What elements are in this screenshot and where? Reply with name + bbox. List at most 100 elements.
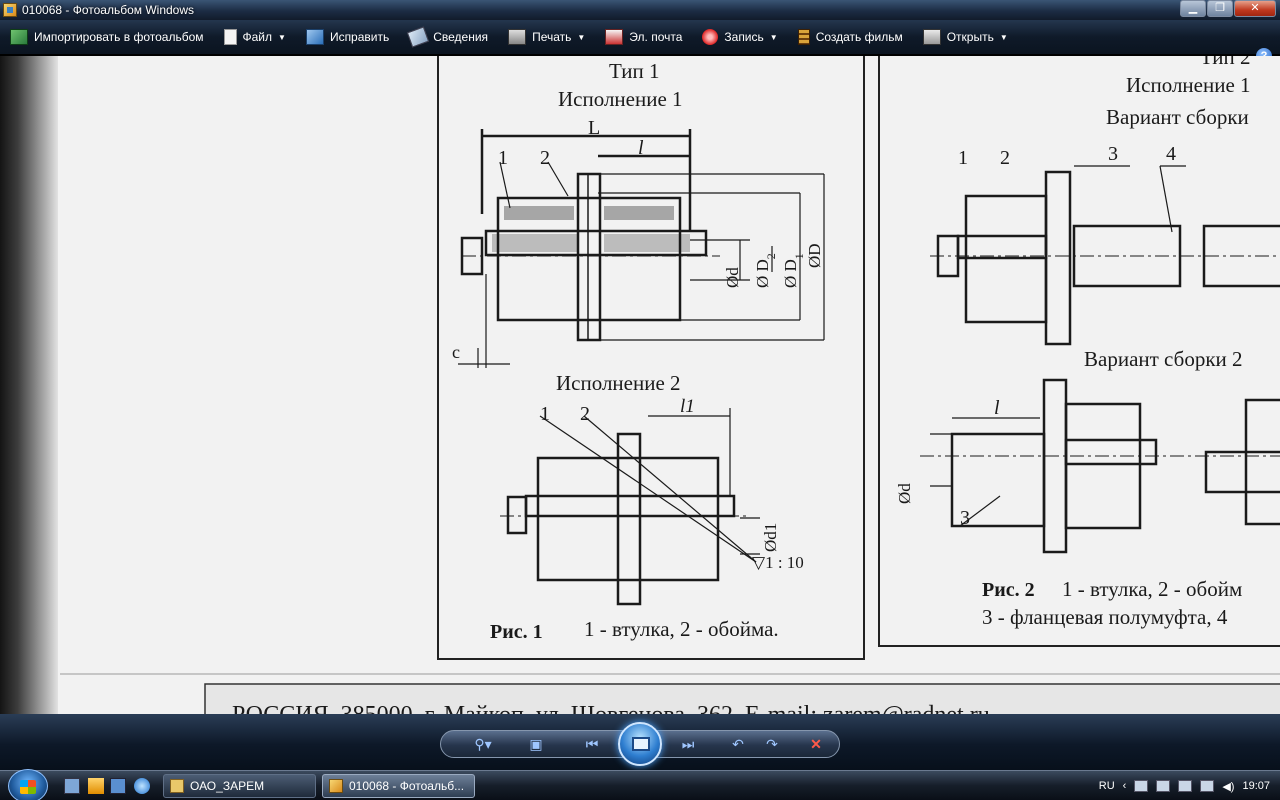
email-button[interactable]: Эл. почта <box>599 24 688 50</box>
import-icon <box>10 29 28 45</box>
dim-D1-subscript: 1 <box>792 253 806 259</box>
slideshow-button[interactable] <box>618 722 662 766</box>
exec1-drawing <box>458 129 825 368</box>
taskbar-item-photo-gallery[interactable]: 010068 - Фотоальб... <box>322 774 475 798</box>
chevron-down-icon: ▼ <box>999 32 1008 42</box>
dim-D-label: ØD <box>805 243 824 268</box>
exec2-drawing <box>500 408 760 606</box>
variant1-callout-4: 4 <box>1166 143 1176 165</box>
chevron-down-icon: ▼ <box>577 32 586 42</box>
command-toolbar: Импортировать в фотоальбом Файл ▼ Исправ… <box>0 20 1280 64</box>
figure1-frame <box>437 56 865 660</box>
viewer-controls: ⚲▾ ▣ ⏮ ⏭ ↶ ↷ ✕ <box>0 714 1280 770</box>
switch-windows-icon[interactable] <box>110 778 126 794</box>
tray-app-icon[interactable] <box>1134 780 1149 792</box>
footer-address: РОССИЯ, 385000, г. Майкоп, ул. Шовгенова… <box>232 702 996 714</box>
tray-app-icon[interactable] <box>1178 780 1193 792</box>
fig2-caption-text2: 3 - фланцевая полумуфта, 4 <box>982 605 1228 629</box>
photo-gallery-icon <box>329 779 343 793</box>
file-label: Файл <box>242 30 273 44</box>
fit-to-window-icon[interactable]: ▣ <box>529 736 543 752</box>
taper-label: ▽1 : 10 <box>752 553 804 572</box>
next-icon[interactable]: ⏭ <box>681 736 695 752</box>
page-shadow-edge <box>0 56 58 714</box>
film-icon <box>797 29 810 45</box>
footer-box <box>204 683 1280 714</box>
folder-icon <box>170 779 184 793</box>
variant2-dim-d-label: Ød <box>895 483 914 504</box>
system-tray: RU ‹ ◀) 19:07 <box>1095 771 1280 800</box>
variant2-drawing <box>920 378 1280 554</box>
exec2-callout-1: 1 <box>540 403 550 425</box>
open-label: Открыть <box>946 30 994 44</box>
printer-icon <box>508 29 527 45</box>
internet-explorer-icon[interactable] <box>134 778 150 794</box>
email-icon <box>605 29 624 45</box>
delete-icon[interactable]: ✕ <box>810 736 822 752</box>
show-desktop-icon[interactable] <box>64 778 80 794</box>
photo-viewer[interactable]: Тип 1 Исполнение 1 <box>0 56 1280 714</box>
minimize-button[interactable]: ▁ <box>1180 0 1206 17</box>
photo-gallery-icon <box>3 3 17 17</box>
exec1-callout-1: 1 <box>498 147 508 169</box>
close-button[interactable]: ✕ <box>1234 0 1276 17</box>
burn-menu-button[interactable]: Запись ▼ <box>696 24 783 50</box>
variant2-dim-l-label: l <box>994 397 1000 419</box>
dim-D2-subscript: 2 <box>764 253 778 259</box>
type1-heading: Тип 1 <box>609 59 660 83</box>
windows-logo-icon <box>20 780 36 794</box>
exec1b-heading: Исполнение 1 <box>1126 73 1251 97</box>
make-movie-button[interactable]: Создать фильм <box>792 24 909 50</box>
clock[interactable]: 19:07 <box>1242 780 1270 792</box>
print-label: Печать <box>532 30 572 44</box>
title-bar[interactable]: 010068 - Фотоальбом Windows ▁ ❐ ✕ <box>0 0 1280 20</box>
open-icon <box>922 29 941 45</box>
print-menu-button[interactable]: Печать ▼ <box>502 24 591 50</box>
tray-app-icon[interactable] <box>1156 780 1171 792</box>
fix-button[interactable]: Исправить <box>300 24 395 50</box>
figure2-frame <box>878 56 1280 647</box>
previous-icon[interactable]: ⏮ <box>585 736 599 752</box>
dim-D1-text: Ø D <box>781 259 800 288</box>
dim-l-label: l <box>638 137 644 159</box>
zoom-icon[interactable]: ⚲▾ <box>474 736 492 752</box>
variant1-callout-2: 2 <box>1000 147 1010 169</box>
fix-icon <box>305 29 324 45</box>
dim-L-label: L <box>588 117 600 139</box>
start-button[interactable] <box>8 769 48 800</box>
language-indicator[interactable]: RU <box>1098 780 1115 792</box>
import-button[interactable]: Импортировать в фотоальбом <box>4 24 210 50</box>
media-player-icon[interactable] <box>88 778 104 794</box>
rotate-ccw-icon[interactable]: ↶ <box>732 736 744 752</box>
volume-icon[interactable]: ◀) <box>1222 780 1235 793</box>
info-label: Сведения <box>433 30 489 44</box>
info-button[interactable]: Сведения <box>403 24 494 50</box>
maximize-button[interactable]: ❐ <box>1207 0 1233 17</box>
import-label: Импортировать в фотоальбом <box>34 30 204 44</box>
type2-heading: Тип 2 <box>1200 56 1251 69</box>
slideshow-icon <box>632 737 650 751</box>
make-movie-label: Создать фильм <box>815 30 903 44</box>
chevron-down-icon: ▼ <box>278 32 286 42</box>
exec2-heading: Исполнение 2 <box>556 371 681 395</box>
chevron-left-icon[interactable]: ‹ <box>1122 780 1127 792</box>
window-title: 010068 - Фотоальбом Windows <box>22 3 195 17</box>
file-icon <box>223 29 237 45</box>
exec1-callout-2: 2 <box>540 147 550 169</box>
open-menu-button[interactable]: Открыть ▼ <box>917 24 1014 50</box>
dim-D2-label: Ø D2 <box>753 253 778 288</box>
email-label: Эл. почта <box>629 30 683 44</box>
dim-d-label: Ød <box>723 267 742 288</box>
taskbar-item-explorer[interactable]: ОАО_ЗАРЕМ <box>163 774 316 798</box>
variant1-heading: Вариант сборки <box>1106 105 1249 129</box>
dim-l1-label: l1 <box>680 396 695 417</box>
task-label: 010068 - Фотоальб... <box>349 779 465 793</box>
file-menu-button[interactable]: Файл ▼ <box>218 24 292 50</box>
burn-label: Запись <box>724 30 764 44</box>
variant1-callout-3: 3 <box>1108 143 1118 165</box>
network-icon[interactable] <box>1200 780 1215 792</box>
taskbar: ОАО_ЗАРЕМ 010068 - Фотоальб... RU ‹ ◀) 1… <box>0 769 1280 800</box>
rotate-cw-icon[interactable]: ↷ <box>766 736 778 752</box>
exec1-hatching <box>492 206 690 252</box>
